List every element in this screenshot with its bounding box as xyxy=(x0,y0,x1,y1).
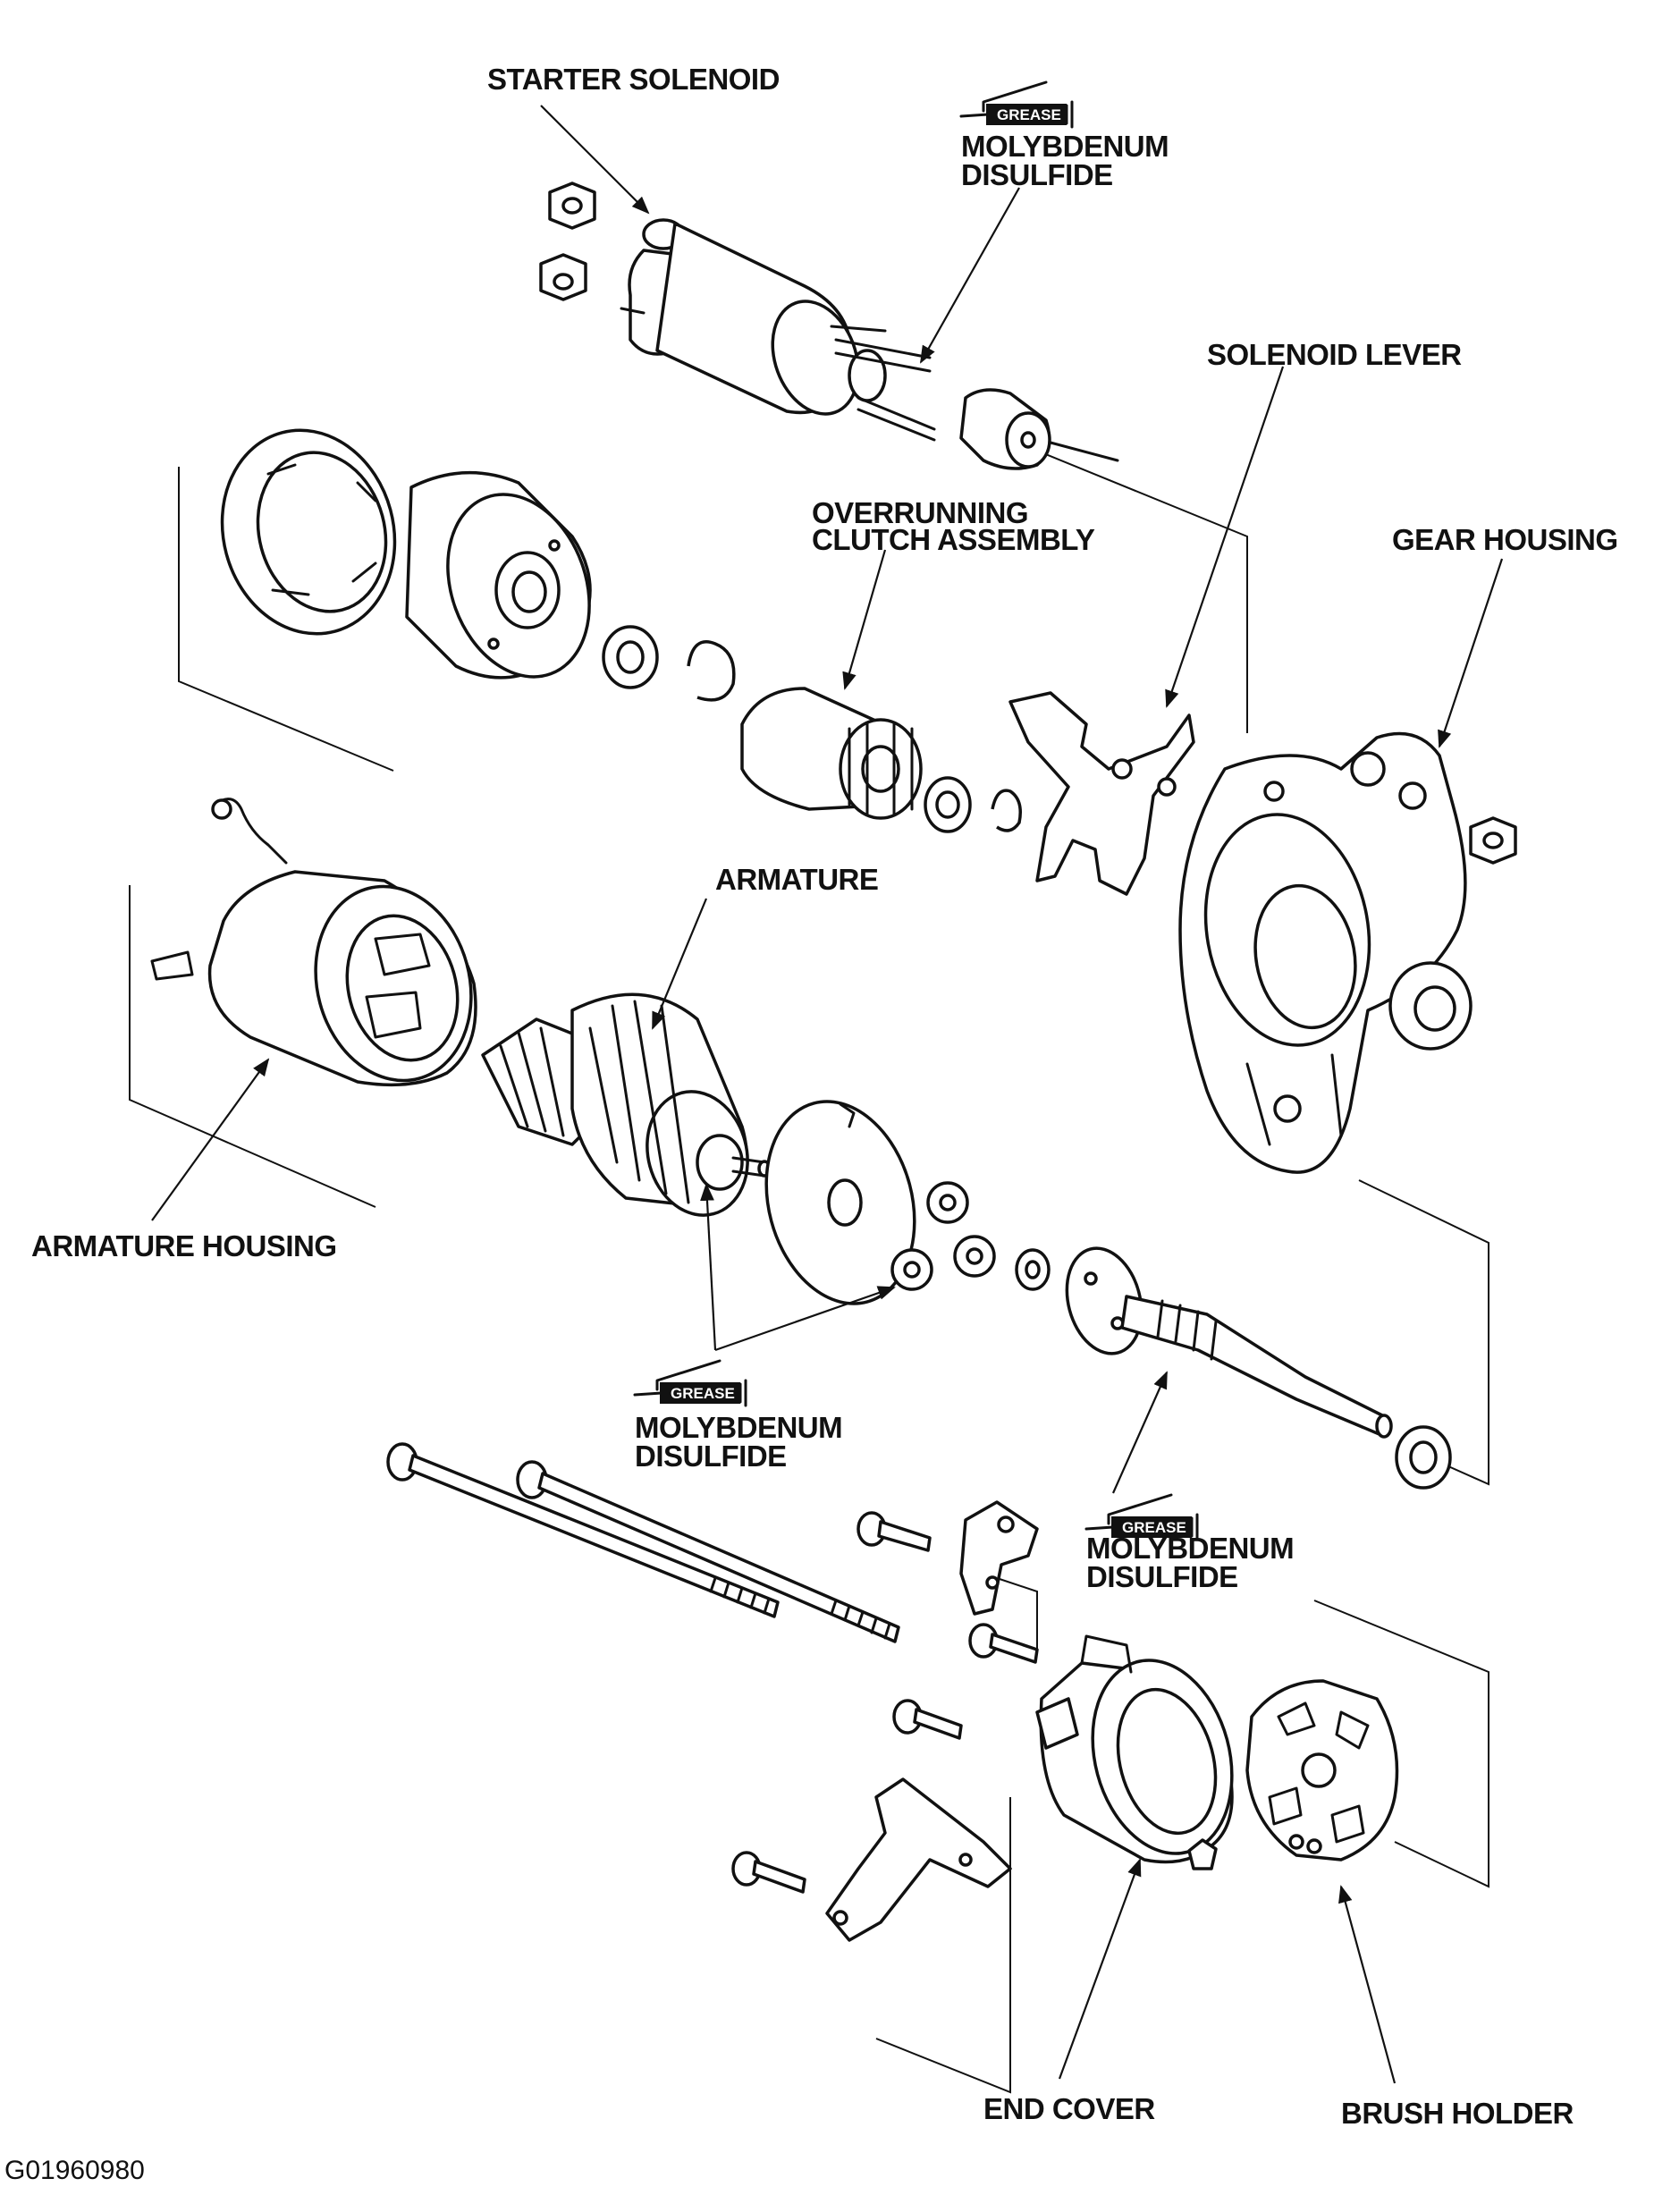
clutch-housing-ring xyxy=(220,428,397,636)
washer-3 xyxy=(1395,1425,1452,1490)
label-armature-housing: ARMATURE HOUSING xyxy=(31,1229,337,1262)
grease-badge-2: GREASE xyxy=(633,1359,747,1407)
planet-gear-2 xyxy=(953,1235,996,1278)
label-starter-solenoid: STARTER SOLENOID xyxy=(487,63,780,96)
through-bolt-1 xyxy=(386,1442,780,1618)
label-gear-housing: GEAR HOUSING xyxy=(1392,523,1618,556)
assembly-guide-lines xyxy=(129,446,1489,2094)
grease-badge-text: GREASE xyxy=(671,1385,735,1402)
solenoid-lever-part xyxy=(1008,691,1195,896)
label-overrunning-clutch-1: OVERRUNNING xyxy=(812,496,1028,529)
grease-badge-text: GREASE xyxy=(1122,1519,1186,1536)
grease-badge-text: GREASE xyxy=(997,106,1061,123)
bearing-ring-part xyxy=(924,776,972,833)
label-grease-2-line1: MOLYBDENUM xyxy=(635,1411,842,1444)
yoke-cover-part xyxy=(405,470,592,680)
snap-ring-2 xyxy=(991,789,1022,832)
grease-badge-1: GREASE xyxy=(959,80,1074,129)
brush-holder-part xyxy=(1245,1679,1399,1862)
through-bolt-2 xyxy=(516,1460,900,1643)
leader-lines xyxy=(151,105,1504,2084)
label-end-cover: END COVER xyxy=(983,2092,1155,2125)
planet-gear-3 xyxy=(890,1248,933,1291)
label-grease-3-line2: DISULFIDE xyxy=(1086,1560,1238,1593)
washer-2 xyxy=(1015,1248,1051,1291)
armature-housing-part xyxy=(150,798,477,1087)
label-grease-2-line2: DISULFIDE xyxy=(635,1439,787,1473)
label-brush-holder: BRUSH HOLDER xyxy=(1341,2097,1574,2130)
starter-solenoid-part xyxy=(620,218,936,442)
screw-2 xyxy=(968,1623,1039,1664)
bracket-top-part xyxy=(959,1500,1039,1616)
screw-1 xyxy=(857,1511,932,1552)
screw-4 xyxy=(731,1851,806,1894)
solenoid-nut-1 xyxy=(548,182,596,230)
label-grease-1-line2: DISULFIDE xyxy=(961,158,1113,191)
end-cover-part xyxy=(1035,1634,1234,1864)
overrunning-clutch-part xyxy=(740,687,923,820)
mounting-bracket-part xyxy=(825,1777,1012,1942)
gear-housing-nut xyxy=(1469,816,1517,865)
planetary-plate-part xyxy=(764,1100,916,1305)
figure-code: G01960980 xyxy=(4,2156,145,2185)
grease-badge-3: GREASE xyxy=(1084,1493,1199,1541)
brush-clip-part xyxy=(1187,1838,1218,1870)
snap-ring-1 xyxy=(687,640,736,702)
washer-1 xyxy=(602,625,659,689)
gear-housing-part xyxy=(1178,731,1473,1174)
armature-part xyxy=(481,992,772,1217)
solenoid-nut-2 xyxy=(539,253,587,301)
label-overrunning-clutch-2: CLUTCH ASSEMBLY xyxy=(812,523,1095,556)
label-solenoid-lever: SOLENOID LEVER xyxy=(1207,338,1462,371)
plunger-part xyxy=(959,388,1119,470)
screw-3 xyxy=(892,1699,963,1740)
label-armature: ARMATURE xyxy=(715,863,878,896)
label-grease-3-line1: MOLYBDENUM xyxy=(1086,1532,1294,1565)
pinion-shaft-part xyxy=(1065,1246,1393,1439)
planet-gear-1 xyxy=(926,1181,969,1224)
label-grease-1-line1: MOLYBDENUM xyxy=(961,130,1169,163)
